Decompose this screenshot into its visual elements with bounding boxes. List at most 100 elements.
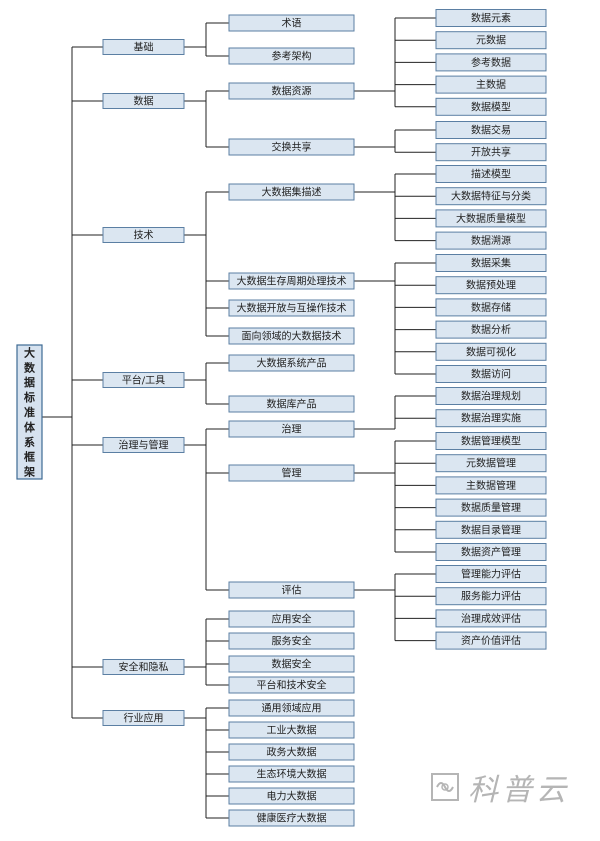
root-node-char: 标 [23, 390, 35, 404]
subcategory-node-5-1-label: 服务安全 [272, 635, 312, 648]
category-node-1: 数据 [102, 93, 185, 109]
standard-node-4-2-3: 资产价值评估 [435, 631, 547, 650]
category-node-6: 行业应用 [102, 710, 185, 726]
subcategory-node-4-0-label: 治理 [282, 423, 302, 436]
standard-node-1-0-1-label: 元数据 [476, 34, 506, 47]
subcategory-node-4-1-label: 管理 [282, 467, 302, 480]
category-node-0-label: 基础 [134, 41, 154, 54]
standard-node-1-0-1: 元数据 [435, 31, 547, 50]
watermark-text: 科普云 [468, 773, 570, 808]
standard-node-2-1-2-label: 数据存储 [471, 301, 511, 314]
standard-node-2-0-1: 大数据特征与分类 [435, 187, 547, 206]
root-node-char: 架 [23, 465, 35, 479]
category-node-3-label: 平台/工具 [122, 374, 165, 387]
subcategory-node-5-2: 数据安全 [228, 655, 355, 673]
category-node-0: 基础 [102, 39, 185, 55]
standard-node-2-1-0: 数据采集 [435, 254, 547, 272]
root-node-char: 数 [24, 360, 36, 374]
standard-node-4-1-4: 数据目录管理 [435, 520, 547, 539]
standard-node-4-0-1-label: 数据治理实施 [461, 412, 521, 425]
root-node-char: 大 [24, 345, 35, 359]
subcategory-node-4-0: 治理 [228, 420, 355, 438]
category-node-2: 技术 [102, 227, 185, 243]
category-node-4-label: 治理与管理 [119, 439, 169, 452]
subcategory-node-4-2: 评估 [228, 581, 355, 599]
standard-node-1-0-3-label: 主数据 [476, 78, 506, 91]
standard-node-1-1-0-label: 数据交易 [471, 124, 511, 137]
root-node-char: 系 [24, 435, 35, 449]
category-node-2-label: 技术 [134, 229, 154, 242]
subcategory-node-2-0: 大数据集描述 [228, 183, 355, 201]
standard-node-2-0-3-label: 数据溯源 [471, 234, 511, 247]
subcategory-node-0-0: 术语 [228, 14, 355, 32]
standard-node-1-0-4-label: 数据模型 [471, 100, 511, 113]
kepuyun-logo-icon [431, 773, 459, 801]
standard-node-4-2-2-label: 治理成效评估 [461, 612, 521, 625]
subcategory-node-6-2: 政务大数据 [228, 743, 355, 761]
subcategory-node-4-1: 管理 [228, 464, 355, 482]
standard-node-4-1-2: 主数据管理 [435, 476, 547, 495]
standard-node-4-1-0: 数据管理模型 [435, 432, 547, 450]
standard-node-4-2-1: 服务能力评估 [435, 587, 547, 606]
subcategory-node-2-2: 大数据开放与互操作技术 [228, 299, 355, 317]
standard-node-2-1-5-label: 数据访问 [471, 368, 511, 381]
standard-node-2-1-4: 数据可视化 [435, 342, 547, 361]
standard-node-4-1-5: 数据资产管理 [435, 543, 547, 561]
standard-node-4-1-1-label: 元数据管理 [466, 457, 516, 470]
subcategory-node-3-1-label: 数据库产品 [267, 398, 317, 411]
subcategory-node-6-3: 生态环境大数据 [228, 765, 355, 783]
subcategory-node-1-1: 交换共享 [228, 138, 355, 156]
subcategory-node-1-0: 数据资源 [228, 82, 355, 100]
subcategory-node-0-1-label: 参考架构 [272, 50, 312, 63]
subcategory-node-6-3-label: 生态环境大数据 [257, 768, 327, 781]
standard-node-2-0-0: 描述模型 [435, 165, 547, 183]
subcategory-node-6-2-label: 政务大数据 [267, 746, 317, 759]
standard-node-4-0-0: 数据治理规划 [435, 387, 547, 405]
category-node-5: 安全和隐私 [102, 659, 185, 675]
subcategory-node-6-0: 通用领域应用 [228, 699, 355, 717]
standard-node-2-1-5: 数据访问 [435, 365, 547, 383]
standard-node-4-2-2: 治理成效评估 [435, 609, 547, 628]
subcategory-node-6-4-label: 电力大数据 [267, 790, 317, 803]
subcategory-node-3-0-label: 大数据系统产品 [257, 357, 327, 370]
standard-node-4-2-0-label: 管理能力评估 [461, 568, 521, 581]
subcategory-node-6-1-label: 工业大数据 [267, 724, 317, 737]
subcategory-node-6-1: 工业大数据 [228, 721, 355, 739]
subcategory-node-0-0-label: 术语 [282, 18, 302, 30]
standard-node-4-1-5-label: 数据资产管理 [461, 546, 521, 559]
standard-node-1-1-0: 数据交易 [435, 121, 547, 139]
standard-node-4-2-1-label: 服务能力评估 [461, 590, 521, 603]
subcategory-node-2-0-label: 大数据集描述 [262, 186, 322, 199]
subcategory-node-6-0-label: 通用领域应用 [262, 702, 322, 715]
subcategory-node-5-0: 应用安全 [228, 610, 355, 628]
subcategory-node-3-1: 数据库产品 [228, 395, 355, 413]
standard-node-1-0-0: 数据元素 [435, 9, 547, 27]
root-node-char: 框 [24, 450, 35, 464]
root-node-char: 据 [24, 375, 35, 389]
standard-node-4-0-1: 数据治理实施 [435, 409, 547, 428]
standard-node-2-0-2-label: 大数据质量模型 [456, 212, 526, 225]
standard-node-2-1-1: 数据预处理 [435, 276, 547, 295]
standard-node-4-2-3-label: 资产价值评估 [461, 634, 521, 647]
standard-node-1-1-1: 开放共享 [435, 143, 547, 162]
category-node-3: 平台/工具 [102, 372, 185, 388]
standard-node-2-1-4-label: 数据可视化 [466, 345, 516, 358]
subcategory-node-3-0: 大数据系统产品 [228, 354, 355, 372]
subcategory-node-5-3-label: 平台和技术安全 [257, 679, 327, 692]
standard-node-4-1-0-label: 数据管理模型 [461, 435, 521, 448]
standard-node-1-0-3: 主数据 [435, 75, 547, 94]
standard-node-2-0-3: 数据溯源 [435, 231, 547, 250]
subcategory-node-5-3: 平台和技术安全 [228, 676, 355, 694]
subcategory-node-2-2-label: 大数据开放与互操作技术 [237, 302, 347, 315]
subcategory-node-2-3-label: 面向领域的大数据技术 [242, 330, 342, 343]
standard-node-2-0-1-label: 大数据特征与分类 [451, 190, 531, 203]
subcategory-node-6-5: 健康医疗大数据 [228, 809, 355, 827]
subcategory-node-6-5-label: 健康医疗大数据 [257, 812, 327, 825]
subcategory-node-0-1: 参考架构 [228, 47, 355, 65]
standard-node-4-1-1: 元数据管理 [435, 454, 547, 473]
subcategory-node-5-0-label: 应用安全 [272, 613, 312, 626]
category-node-4: 治理与管理 [102, 437, 185, 453]
subcategory-node-4-2-label: 评估 [282, 584, 302, 597]
subcategory-node-6-4: 电力大数据 [228, 787, 355, 805]
